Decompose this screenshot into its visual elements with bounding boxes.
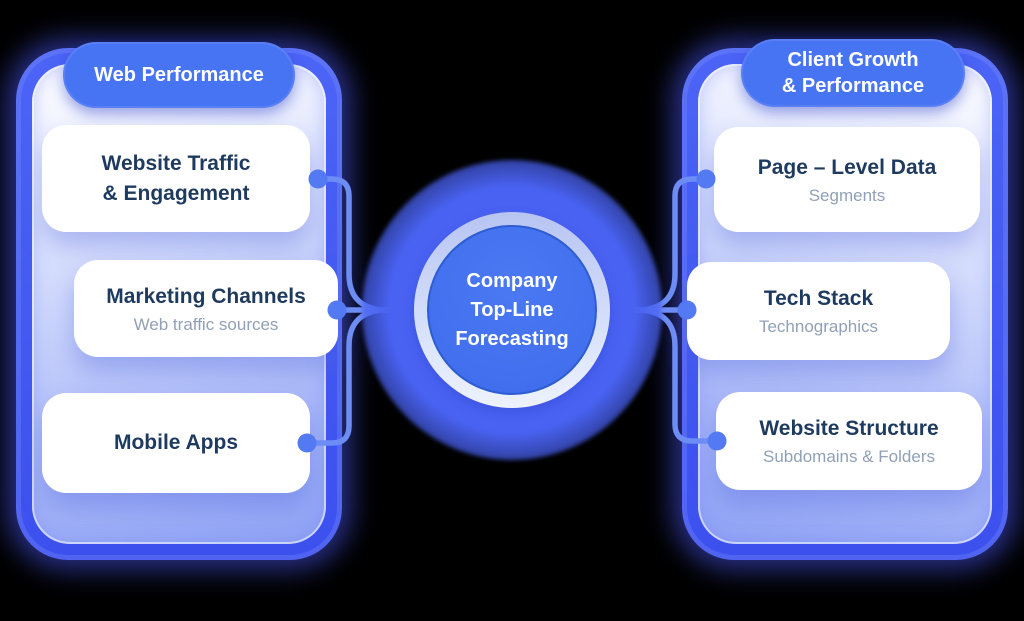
card-title: Page – Level Data (757, 155, 937, 179)
card-mobile-apps: Mobile Apps (42, 393, 310, 493)
center-node-title: Company Top-Line Forecasting (455, 269, 569, 350)
left-panel-title: Web Performance (94, 64, 264, 86)
left-panel-title-pill: Web Performance (63, 42, 295, 108)
card-subtitle: Segments (808, 185, 886, 205)
card-page-level-data: Page – Level Data Segments (714, 127, 980, 232)
card-subtitle: Subdomains & Folders (763, 447, 935, 466)
card-website-traffic: Website Traffic & Engagement (42, 125, 310, 232)
card-title: Mobile Apps (113, 431, 239, 454)
card-tech-stack: Tech Stack Technographics (687, 262, 950, 360)
card-marketing-channels: Marketing Channels Web traffic sources (74, 260, 338, 357)
right-panel-title-pill: Client Growth & Performance (741, 39, 965, 107)
center-node: Company Top-Line Forecasting (427, 225, 597, 395)
card-subtitle: Technographics (758, 317, 879, 336)
card-title: Website Traffic & Engagement (101, 151, 251, 205)
right-panel-title: Client Growth & Performance (781, 49, 925, 97)
card-title: Tech Stack (763, 287, 874, 310)
card-title: Website Structure (759, 417, 939, 440)
card-title: Marketing Channels (106, 284, 306, 308)
card-subtitle: Web traffic sources (133, 314, 279, 334)
card-website-structure: Website Structure Subdomains & Folders (716, 392, 982, 490)
